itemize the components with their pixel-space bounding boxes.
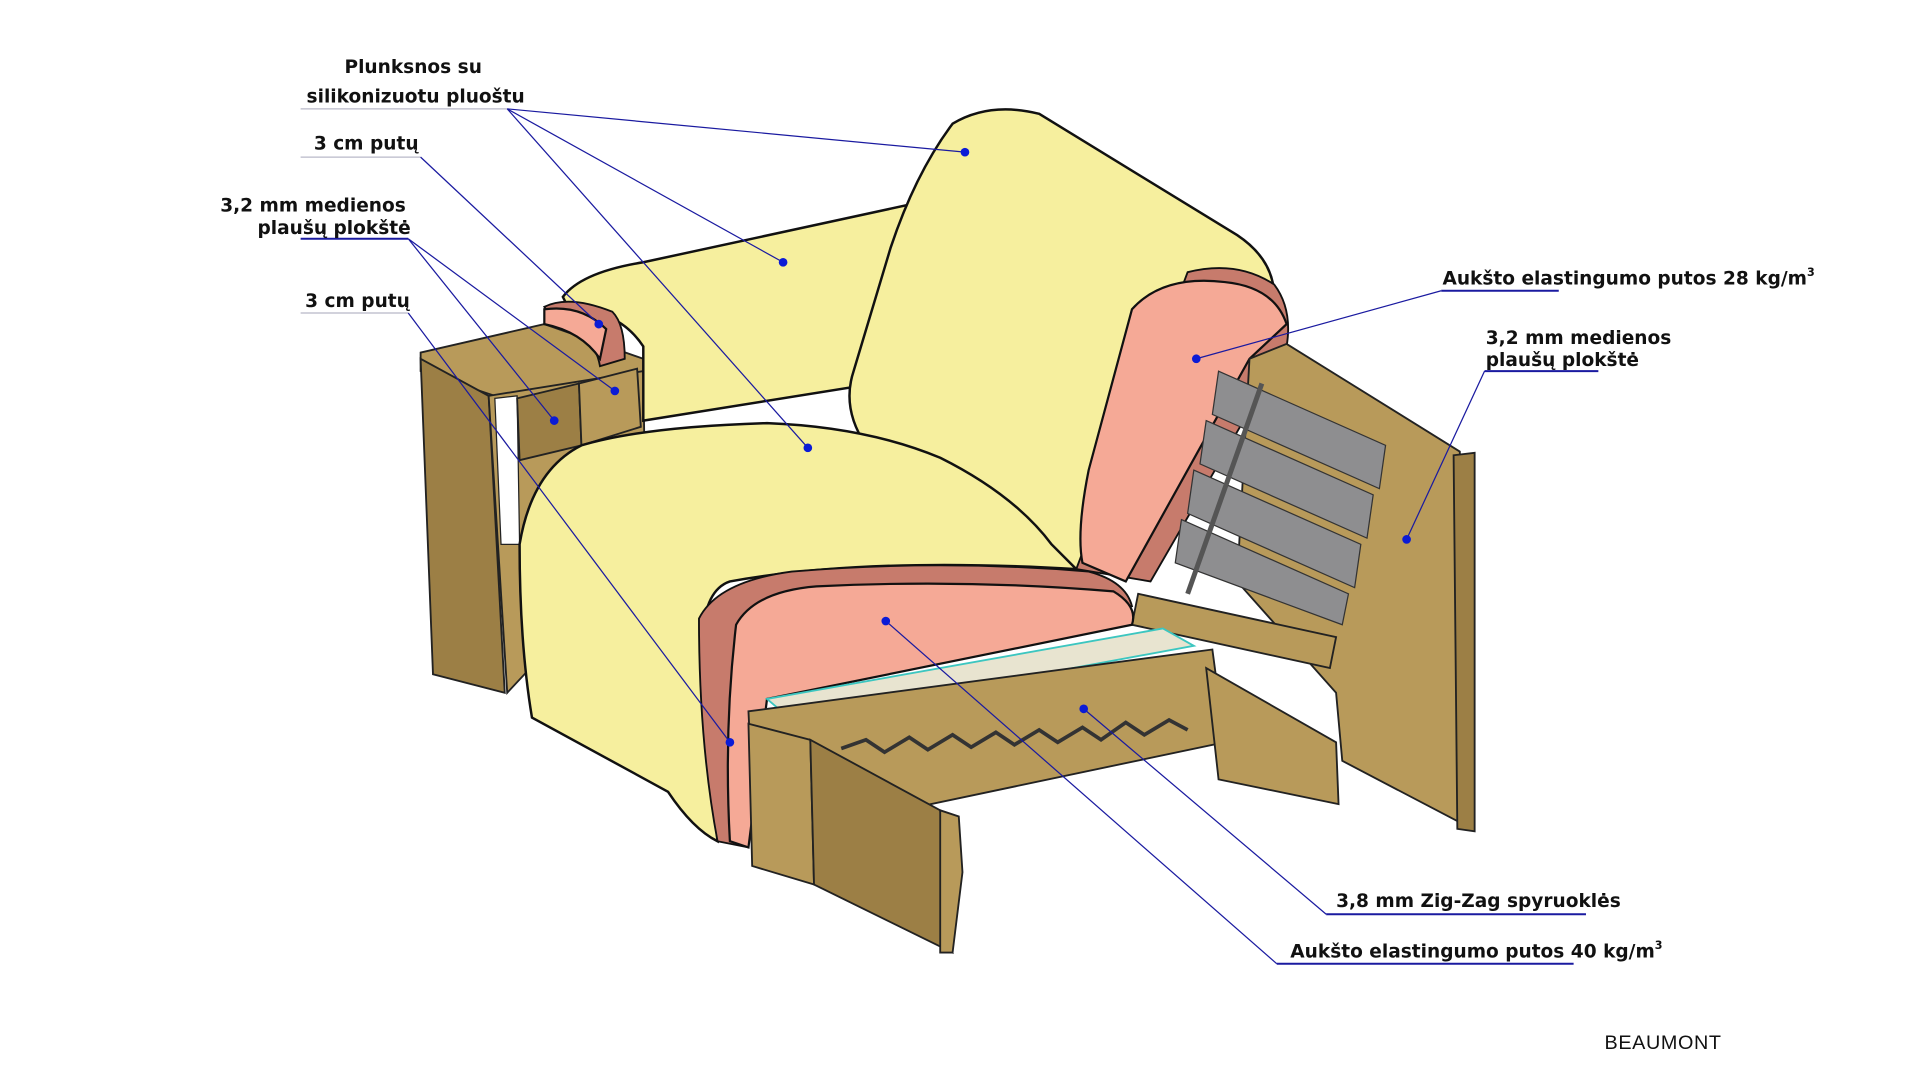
label-fiberboard-right-line2: plaušų plokštė [1486,350,1639,371]
label-fiberboard-left-line2: plaušų plokštė [257,218,410,239]
label-foam-40: Aukšto elastingumo putos 40 kg/m3 [1290,939,1662,963]
label-foam-28: Aukšto elastingumo putos 28 kg/m3 [1442,266,1814,290]
label-foam-3cm-top: 3 cm putų [314,134,419,155]
label-feathers-line1: Plunksnos su [344,57,481,78]
label-fiberboard-right-line1: 3,2 mm medienos [1486,328,1672,349]
label-foam-3cm-bottom: 3 cm putų [305,291,410,312]
right-side-frame [1130,342,1476,833]
brand-logo: BEAUMONT [1605,1032,1722,1054]
label-feathers-line2: silikonizuotu pluoštu [307,87,525,108]
seat [518,421,1340,955]
zigzag-springs [840,717,1189,755]
label-zigzag-springs: 3,8 mm Zig-Zag spyruoklės [1336,891,1621,912]
label-fiberboard-left-line1: 3,2 mm medienos [220,196,406,217]
leader-lines [300,108,1599,965]
